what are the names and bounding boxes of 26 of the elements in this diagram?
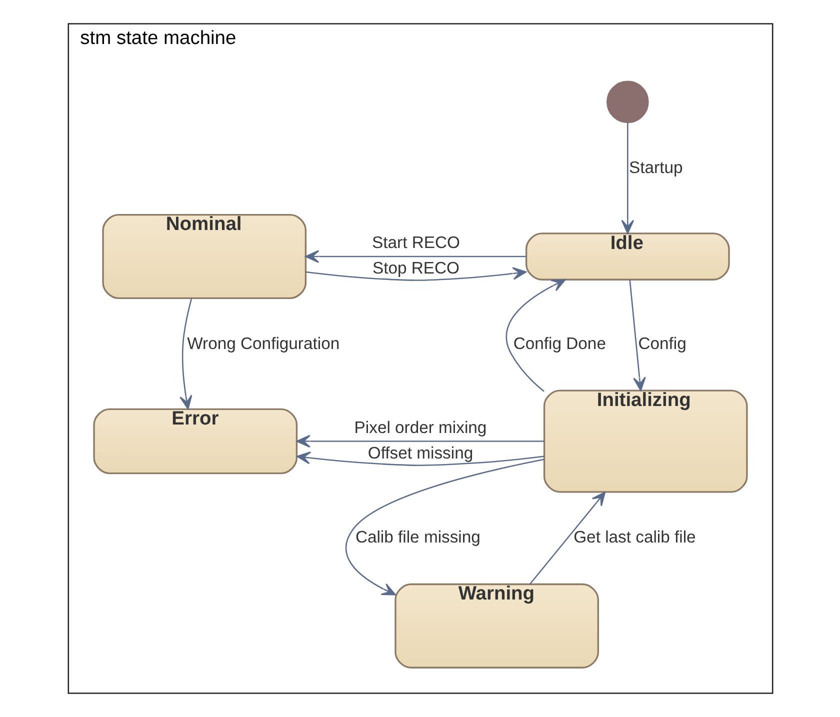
node-box: Nominal <box>102 214 306 300</box>
arrow <box>179 298 192 410</box>
edge-label: Calib file missing <box>354 527 480 546</box>
edge-label: Start RECO <box>372 233 460 252</box>
node-circle <box>606 80 648 124</box>
edge-label: Pixel order mixing <box>354 418 486 437</box>
edge-label: Config Done <box>512 334 606 353</box>
node-box: Initializing <box>542 390 748 493</box>
arrow <box>296 434 544 448</box>
arrow <box>344 458 544 596</box>
edge-label: Offset missing <box>367 443 473 462</box>
edge-label: Get last calib file <box>573 527 696 546</box>
arrow <box>528 492 606 585</box>
node-box: Idle <box>525 232 730 280</box>
arrow <box>505 279 566 392</box>
edge-label: Config <box>638 334 686 353</box>
arrow <box>628 280 646 392</box>
edge-label: Stop RECO <box>372 258 460 278</box>
arrow <box>305 267 526 281</box>
node-box: Error <box>92 408 298 474</box>
node-box: Warning <box>394 583 598 668</box>
arrow <box>304 250 526 263</box>
arrow <box>620 122 634 234</box>
edge-label: Startup <box>628 158 682 178</box>
edge-label: Wrong Configuration <box>186 334 340 353</box>
arrow <box>296 452 544 466</box>
